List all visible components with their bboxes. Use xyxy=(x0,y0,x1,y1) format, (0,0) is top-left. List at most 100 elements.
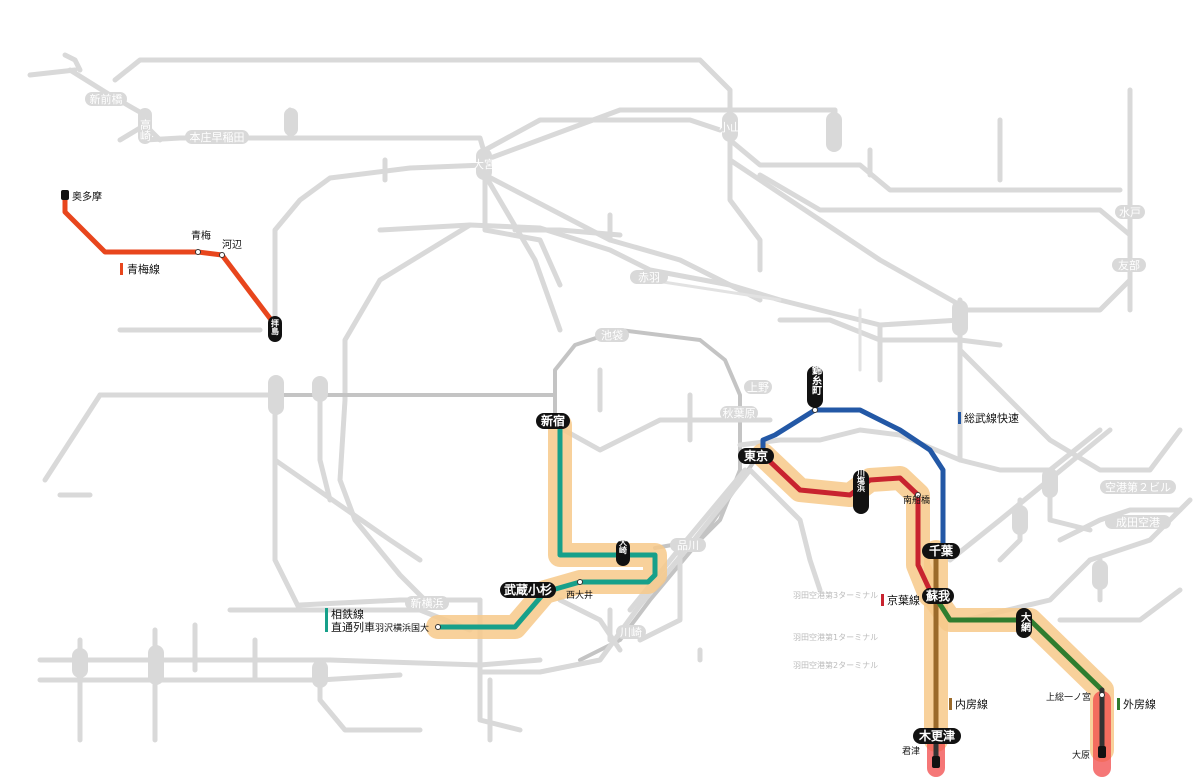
label-okutama: 奥多摩 xyxy=(72,190,102,203)
station-shinagawa: 品川 xyxy=(670,538,706,552)
station-ueno: 上野 xyxy=(744,380,772,394)
svg-text:羽田空港第2ターミナル: 羽田空港第2ターミナル xyxy=(793,660,878,670)
svg-text:錦糸町: 錦糸町 xyxy=(810,364,823,396)
station-akabane: 赤羽 xyxy=(630,270,668,284)
station-chiba: 千葉 xyxy=(922,543,960,559)
ome-line xyxy=(62,192,278,328)
svg-text:新宿: 新宿 xyxy=(541,413,565,428)
svg-text:小山: 小山 xyxy=(719,121,741,134)
station-kisarazu: 木更津 xyxy=(913,728,961,744)
station-haneda-t1: 羽田空港第1ターミナル xyxy=(793,632,878,642)
svg-text:武蔵小杉: 武蔵小杉 xyxy=(504,582,552,597)
station-tachikawa xyxy=(312,376,328,402)
station-shinjuku: 新宿 xyxy=(536,413,570,429)
svg-text:秋葉原: 秋葉原 xyxy=(723,406,756,420)
station-mito: 水戸 xyxy=(1115,205,1145,219)
background-network xyxy=(27,52,1193,743)
station-takasaki: 高崎 xyxy=(138,108,152,144)
legend-uchibo: 内房線 xyxy=(949,697,988,711)
main-stations: 新宿 東京 錦糸町 千葉 蘇我 武蔵小杉 大網 木更津 xyxy=(61,190,1106,768)
station-shinyokohama: 新横浜 xyxy=(405,596,449,610)
station-hachioji xyxy=(268,375,284,415)
station-haneda-t2: 羽田空港第2ターミナル xyxy=(793,660,878,670)
sobu-rapid-line xyxy=(760,407,946,553)
label-hazawa: 羽沢横浜国大 xyxy=(375,622,429,634)
svg-text:直通列車: 直通列車 xyxy=(331,620,375,634)
station-tokyo: 東京 xyxy=(738,448,774,464)
svg-text:大宮: 大宮 xyxy=(473,157,495,171)
station-ikebukuro: 池袋 xyxy=(595,328,629,342)
svg-text:羽田空港第1ターミナル: 羽田空港第1ターミナル xyxy=(793,632,878,642)
dot-kinshicho xyxy=(812,407,818,413)
svg-text:相鉄線: 相鉄線 xyxy=(331,607,364,621)
station-chigasaki xyxy=(72,648,88,678)
sotetsu-line xyxy=(435,422,658,630)
legend: 青梅線 相鉄線 直通列車 京葉線 総武線快速 内房線 外房線 xyxy=(120,262,1156,711)
legend-ome: 青梅線 xyxy=(120,262,160,276)
station-odawara xyxy=(148,645,164,685)
station-sawara xyxy=(1012,505,1028,535)
svg-text:千葉: 千葉 xyxy=(929,543,954,558)
svg-text:大網: 大網 xyxy=(1019,611,1031,633)
station-omiya: 大宮 xyxy=(473,148,495,180)
station-utsunomiya xyxy=(826,112,842,152)
background-stations: 高崎 新前橋 本庄早稲田 大宮 小山 水戸 友部 赤羽 池袋 上野 秋葉原 品川… xyxy=(72,92,1176,688)
svg-text:新横浜: 新横浜 xyxy=(411,596,444,610)
svg-text:内房線: 内房線 xyxy=(955,697,988,711)
legend-keiyo: 京葉線 xyxy=(881,593,920,607)
station-dots xyxy=(195,249,1105,698)
label-kabe: 河辺 xyxy=(222,239,242,251)
legend-sobu: 総武線快速 xyxy=(958,411,1019,425)
svg-text:青梅線: 青梅線 xyxy=(127,262,160,276)
station-ofuna xyxy=(312,660,328,688)
svg-text:水戸: 水戸 xyxy=(1119,206,1141,219)
svg-text:拝島: 拝島 xyxy=(271,318,280,336)
label-nishioi: 西大井 xyxy=(566,589,593,601)
station-airport-t2: 空港第２ビル xyxy=(1100,480,1176,494)
svg-text:総武線快速: 総武線快速 xyxy=(964,411,1019,425)
station-kumagaya xyxy=(284,108,298,136)
station-ichikawashiohama: 市川塩浜 xyxy=(853,459,869,514)
svg-text:本庄早稲田: 本庄早稲田 xyxy=(190,130,245,144)
svg-text:池袋: 池袋 xyxy=(601,328,623,342)
svg-text:成田空港: 成田空港 xyxy=(1116,515,1160,529)
svg-text:上野: 上野 xyxy=(747,381,769,394)
keiyo-line xyxy=(760,452,935,598)
station-musashikosugi: 武蔵小杉 xyxy=(500,582,556,598)
dot-kabe xyxy=(219,252,225,258)
station-narita-airport: 成田空港 xyxy=(1105,515,1171,529)
station-akihabara: 秋葉原 xyxy=(720,406,758,420)
svg-text:品川: 品川 xyxy=(677,539,699,552)
dot-nishioi xyxy=(577,579,583,585)
svg-text:友部: 友部 xyxy=(1118,258,1140,272)
station-soga: 蘇我 xyxy=(922,588,954,604)
station-kawasaki: 川崎 xyxy=(616,625,646,639)
station-abiko xyxy=(952,300,968,336)
svg-text:東京: 東京 xyxy=(744,448,768,463)
svg-text:新前橋: 新前橋 xyxy=(90,92,123,106)
dot-minamifunabashi xyxy=(915,492,921,498)
sotobo-line xyxy=(933,595,1105,693)
station-naruto xyxy=(1092,560,1108,590)
legend-sotetsu: 相鉄線 直通列車 xyxy=(325,607,375,634)
label-kimitsu: 君津 xyxy=(902,746,920,757)
colored-lines xyxy=(62,192,1105,763)
svg-text:京葉線: 京葉線 xyxy=(887,593,920,607)
svg-text:木更津: 木更津 xyxy=(918,728,955,743)
station-narita xyxy=(1042,468,1058,498)
terminal-kimitsu xyxy=(932,756,940,768)
station-haneda-t3: 羽田空港第3ターミナル xyxy=(793,590,878,600)
svg-text:空港第２ビル: 空港第２ビル xyxy=(1105,480,1171,494)
station-honjo-waseda: 本庄早稲田 xyxy=(185,130,249,144)
label-ohara: 大原 xyxy=(1072,749,1090,761)
label-kazusaichinomiya: 上総一ノ宮 xyxy=(1046,691,1091,703)
station-oyama: 小山 xyxy=(719,112,741,142)
station-oami: 大網 xyxy=(1016,608,1032,638)
terminal-ohara xyxy=(1098,746,1106,758)
station-haijima: 拝島 xyxy=(268,316,282,342)
legend-sotobo: 外房線 xyxy=(1117,697,1156,711)
svg-text:大崎: 大崎 xyxy=(619,537,628,555)
station-kinshicho: 錦糸町 xyxy=(807,364,823,408)
svg-text:高崎: 高崎 xyxy=(139,118,152,141)
